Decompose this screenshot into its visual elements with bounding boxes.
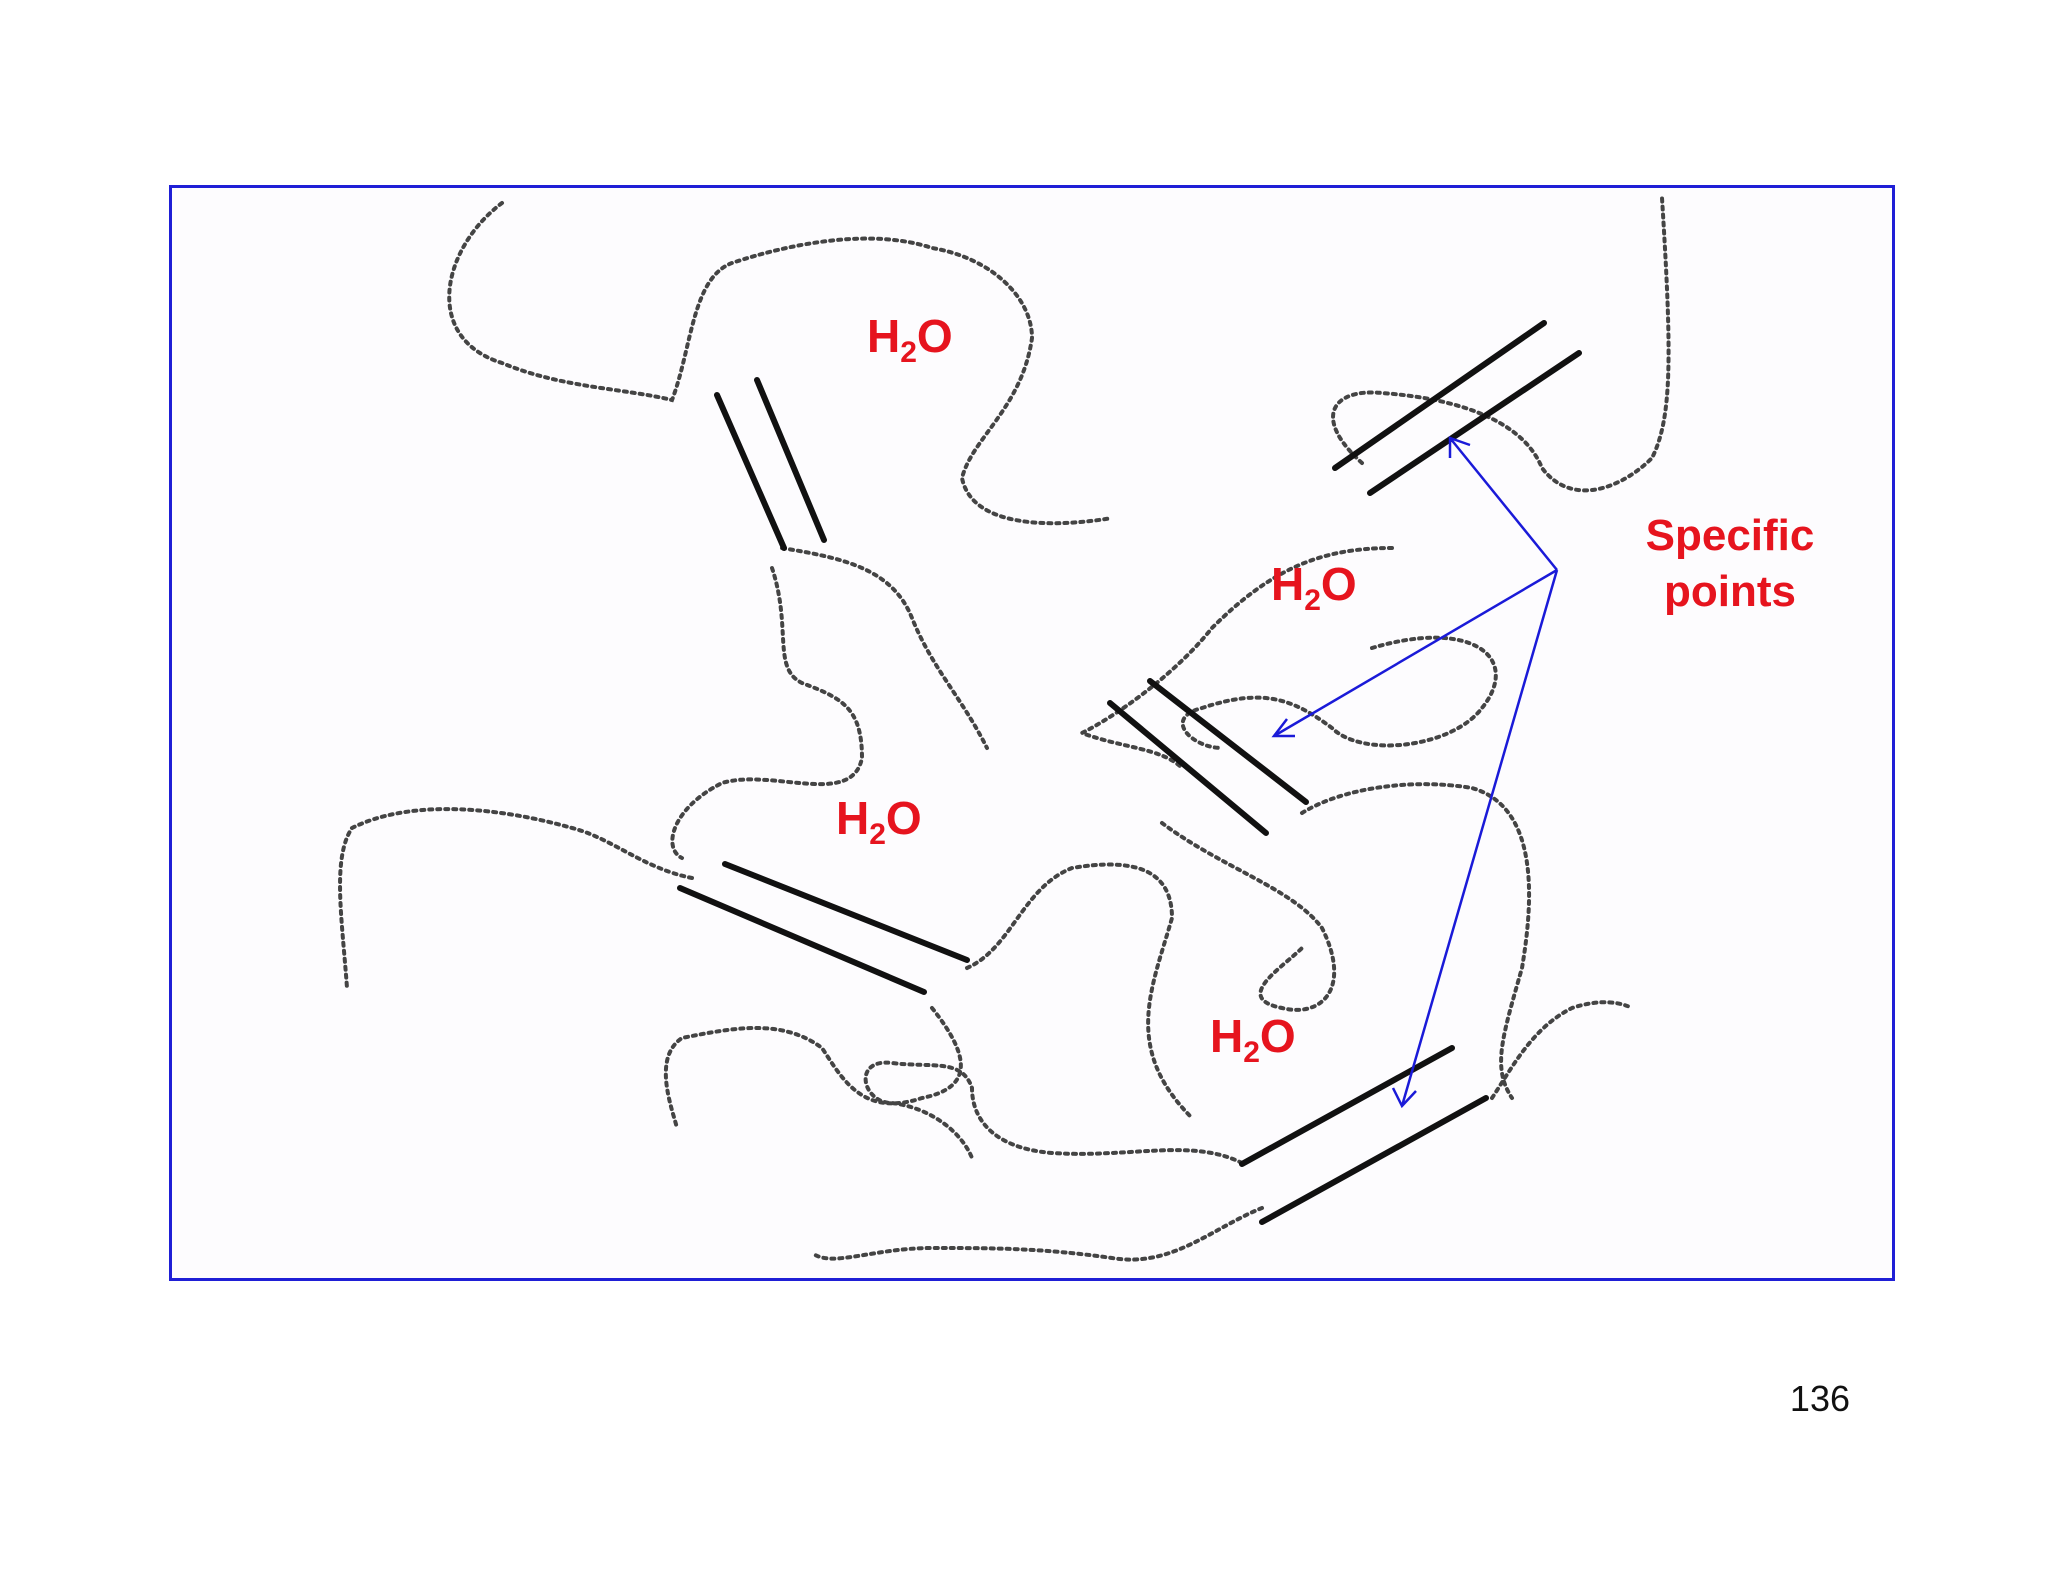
water-label-2: H2O bbox=[1271, 558, 1357, 617]
callout-line-2: points bbox=[1664, 567, 1796, 616]
bond-top-right-b bbox=[1367, 350, 1582, 496]
water-label-3: H2O bbox=[836, 792, 922, 851]
arrow-middle bbox=[1273, 568, 1558, 738]
bond-center-a bbox=[1107, 700, 1269, 836]
chain-bottom-2 bbox=[810, 1206, 1264, 1262]
chain-right-loop bbox=[1180, 635, 1498, 750]
bond-left-b bbox=[722, 861, 970, 963]
diagram-frame bbox=[169, 185, 1895, 1281]
water-label-1: H2O bbox=[867, 310, 953, 369]
bond-bottom-a bbox=[1239, 1045, 1455, 1167]
arrow-top bbox=[1449, 437, 1558, 571]
chain-center bbox=[965, 862, 1194, 1120]
chain-bottom bbox=[863, 1060, 1244, 1165]
chain-mid-left-2 bbox=[670, 566, 865, 860]
arrowhead-middle-icon bbox=[1271, 718, 1295, 738]
callout-arrows bbox=[1271, 436, 1559, 1109]
arrowhead-bottom-icon bbox=[1391, 1087, 1417, 1109]
bond-top-left-a bbox=[714, 392, 787, 551]
chain-mid-left bbox=[780, 546, 989, 750]
bond-left-a bbox=[677, 885, 927, 995]
page-number: 136 bbox=[1789, 1378, 1850, 1419]
specific-points-label: Specific points bbox=[1610, 508, 1850, 620]
chain-bottom-left bbox=[663, 1006, 963, 1130]
bond-center-b bbox=[1147, 678, 1309, 805]
bond-bottom-b bbox=[1259, 1095, 1489, 1225]
bond-top-right-a bbox=[1332, 320, 1547, 471]
chain-right-middle bbox=[1077, 546, 1394, 770]
arrowhead-top-icon bbox=[1448, 436, 1471, 458]
chain-top-right bbox=[1331, 196, 1671, 493]
water-label-4: H2O bbox=[1210, 1010, 1296, 1069]
arrow-bottom bbox=[1400, 569, 1559, 1107]
polymer-chain-diagram bbox=[338, 196, 1671, 1262]
callout-line-1: Specific bbox=[1645, 511, 1815, 560]
chain-left bbox=[338, 807, 694, 990]
chain-top-left bbox=[447, 201, 1114, 526]
bond-pairs bbox=[677, 320, 1582, 1225]
polymer-chains bbox=[338, 196, 1671, 1262]
chain-right-lower bbox=[1300, 782, 1532, 1100]
chain-center-right bbox=[1160, 821, 1337, 1012]
bond-top-left-b bbox=[754, 377, 827, 543]
chain-bottom-right bbox=[1490, 1000, 1634, 1100]
